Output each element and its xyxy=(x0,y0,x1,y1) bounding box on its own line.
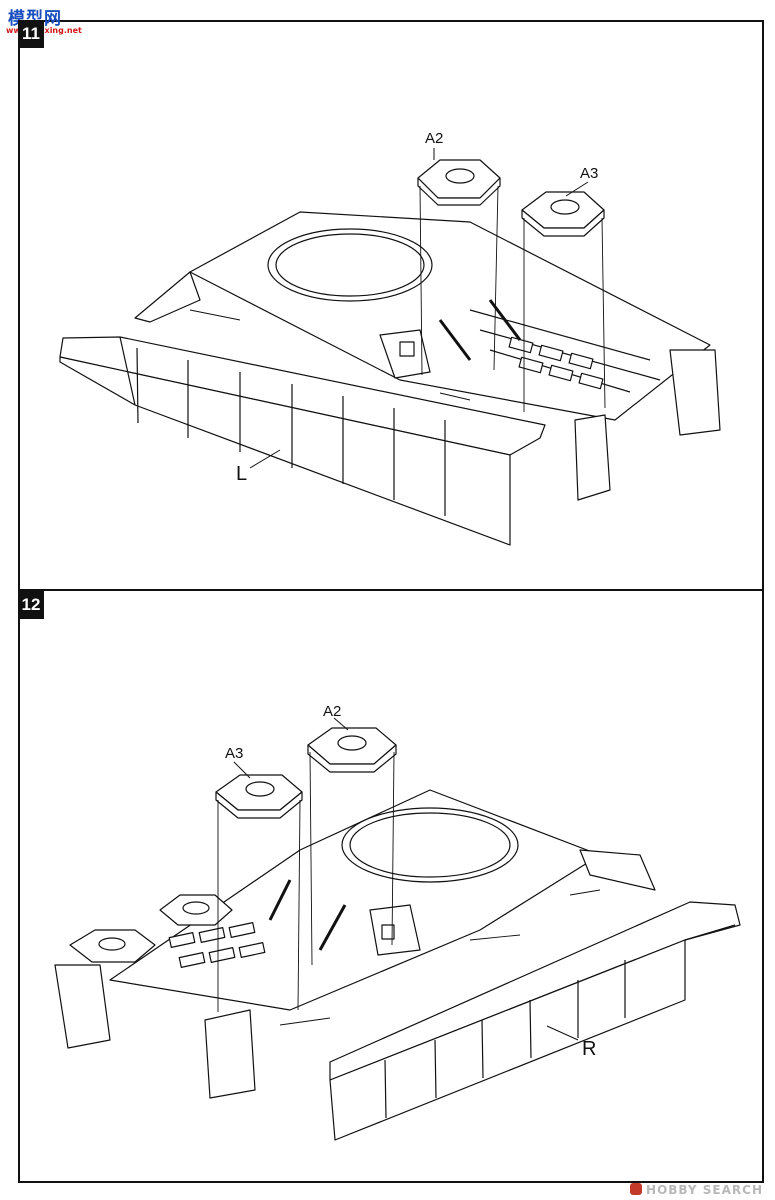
engine-grille xyxy=(508,336,604,390)
turret-ring xyxy=(267,228,433,302)
part-label-a3: A3 xyxy=(580,165,598,182)
step-number-badge: 12 xyxy=(18,591,44,619)
fender-plate xyxy=(579,849,656,891)
leader-line-r xyxy=(546,1025,579,1041)
part-label-l: L xyxy=(236,463,247,485)
hatch-detail xyxy=(399,341,415,357)
part-label-r: R xyxy=(582,1038,596,1060)
rear-fender-box xyxy=(54,964,111,1049)
part-label-a2: A2 xyxy=(425,130,443,147)
turret-ring-inner xyxy=(275,233,425,297)
leader-line-l xyxy=(249,449,281,469)
engine-grille xyxy=(168,922,266,968)
stowage-box-a3 xyxy=(215,774,303,819)
fender-plate xyxy=(134,271,201,323)
tow-cable xyxy=(268,879,347,951)
step-number-badge: 11 xyxy=(18,20,44,48)
assembly-arrow xyxy=(217,751,601,1026)
part-label-a2: A2 xyxy=(323,703,341,720)
assembly-arrow xyxy=(189,185,606,412)
watermark-footer-text: HOBBY SEARCH xyxy=(646,1183,763,1197)
turret-ring xyxy=(341,807,519,883)
stowage-box-a2 xyxy=(417,159,501,206)
part-label-a3: A3 xyxy=(225,745,243,762)
step-divider xyxy=(18,589,764,591)
watermark-footer: HOBBY SEARCH xyxy=(630,1183,763,1197)
fender-part-l xyxy=(59,336,546,546)
leader-line-a3 xyxy=(565,181,589,197)
step12-hull xyxy=(54,789,656,1099)
hobby-search-logo-icon xyxy=(630,1183,643,1195)
leader-line-a2 xyxy=(333,717,349,731)
stowage-box-a3 xyxy=(521,191,605,237)
rear-stowage-box xyxy=(574,414,611,501)
step11-hull xyxy=(134,211,721,501)
glacis-plate xyxy=(369,904,421,956)
turret-ring-inner xyxy=(349,812,511,878)
leader-line-a3 xyxy=(233,761,251,779)
rear-stowage-box xyxy=(204,1009,256,1099)
rear-fender-box xyxy=(669,349,721,436)
hatch-detail xyxy=(381,924,395,940)
stowage-box-a2 xyxy=(307,727,397,773)
fender-part-r xyxy=(329,901,741,1141)
